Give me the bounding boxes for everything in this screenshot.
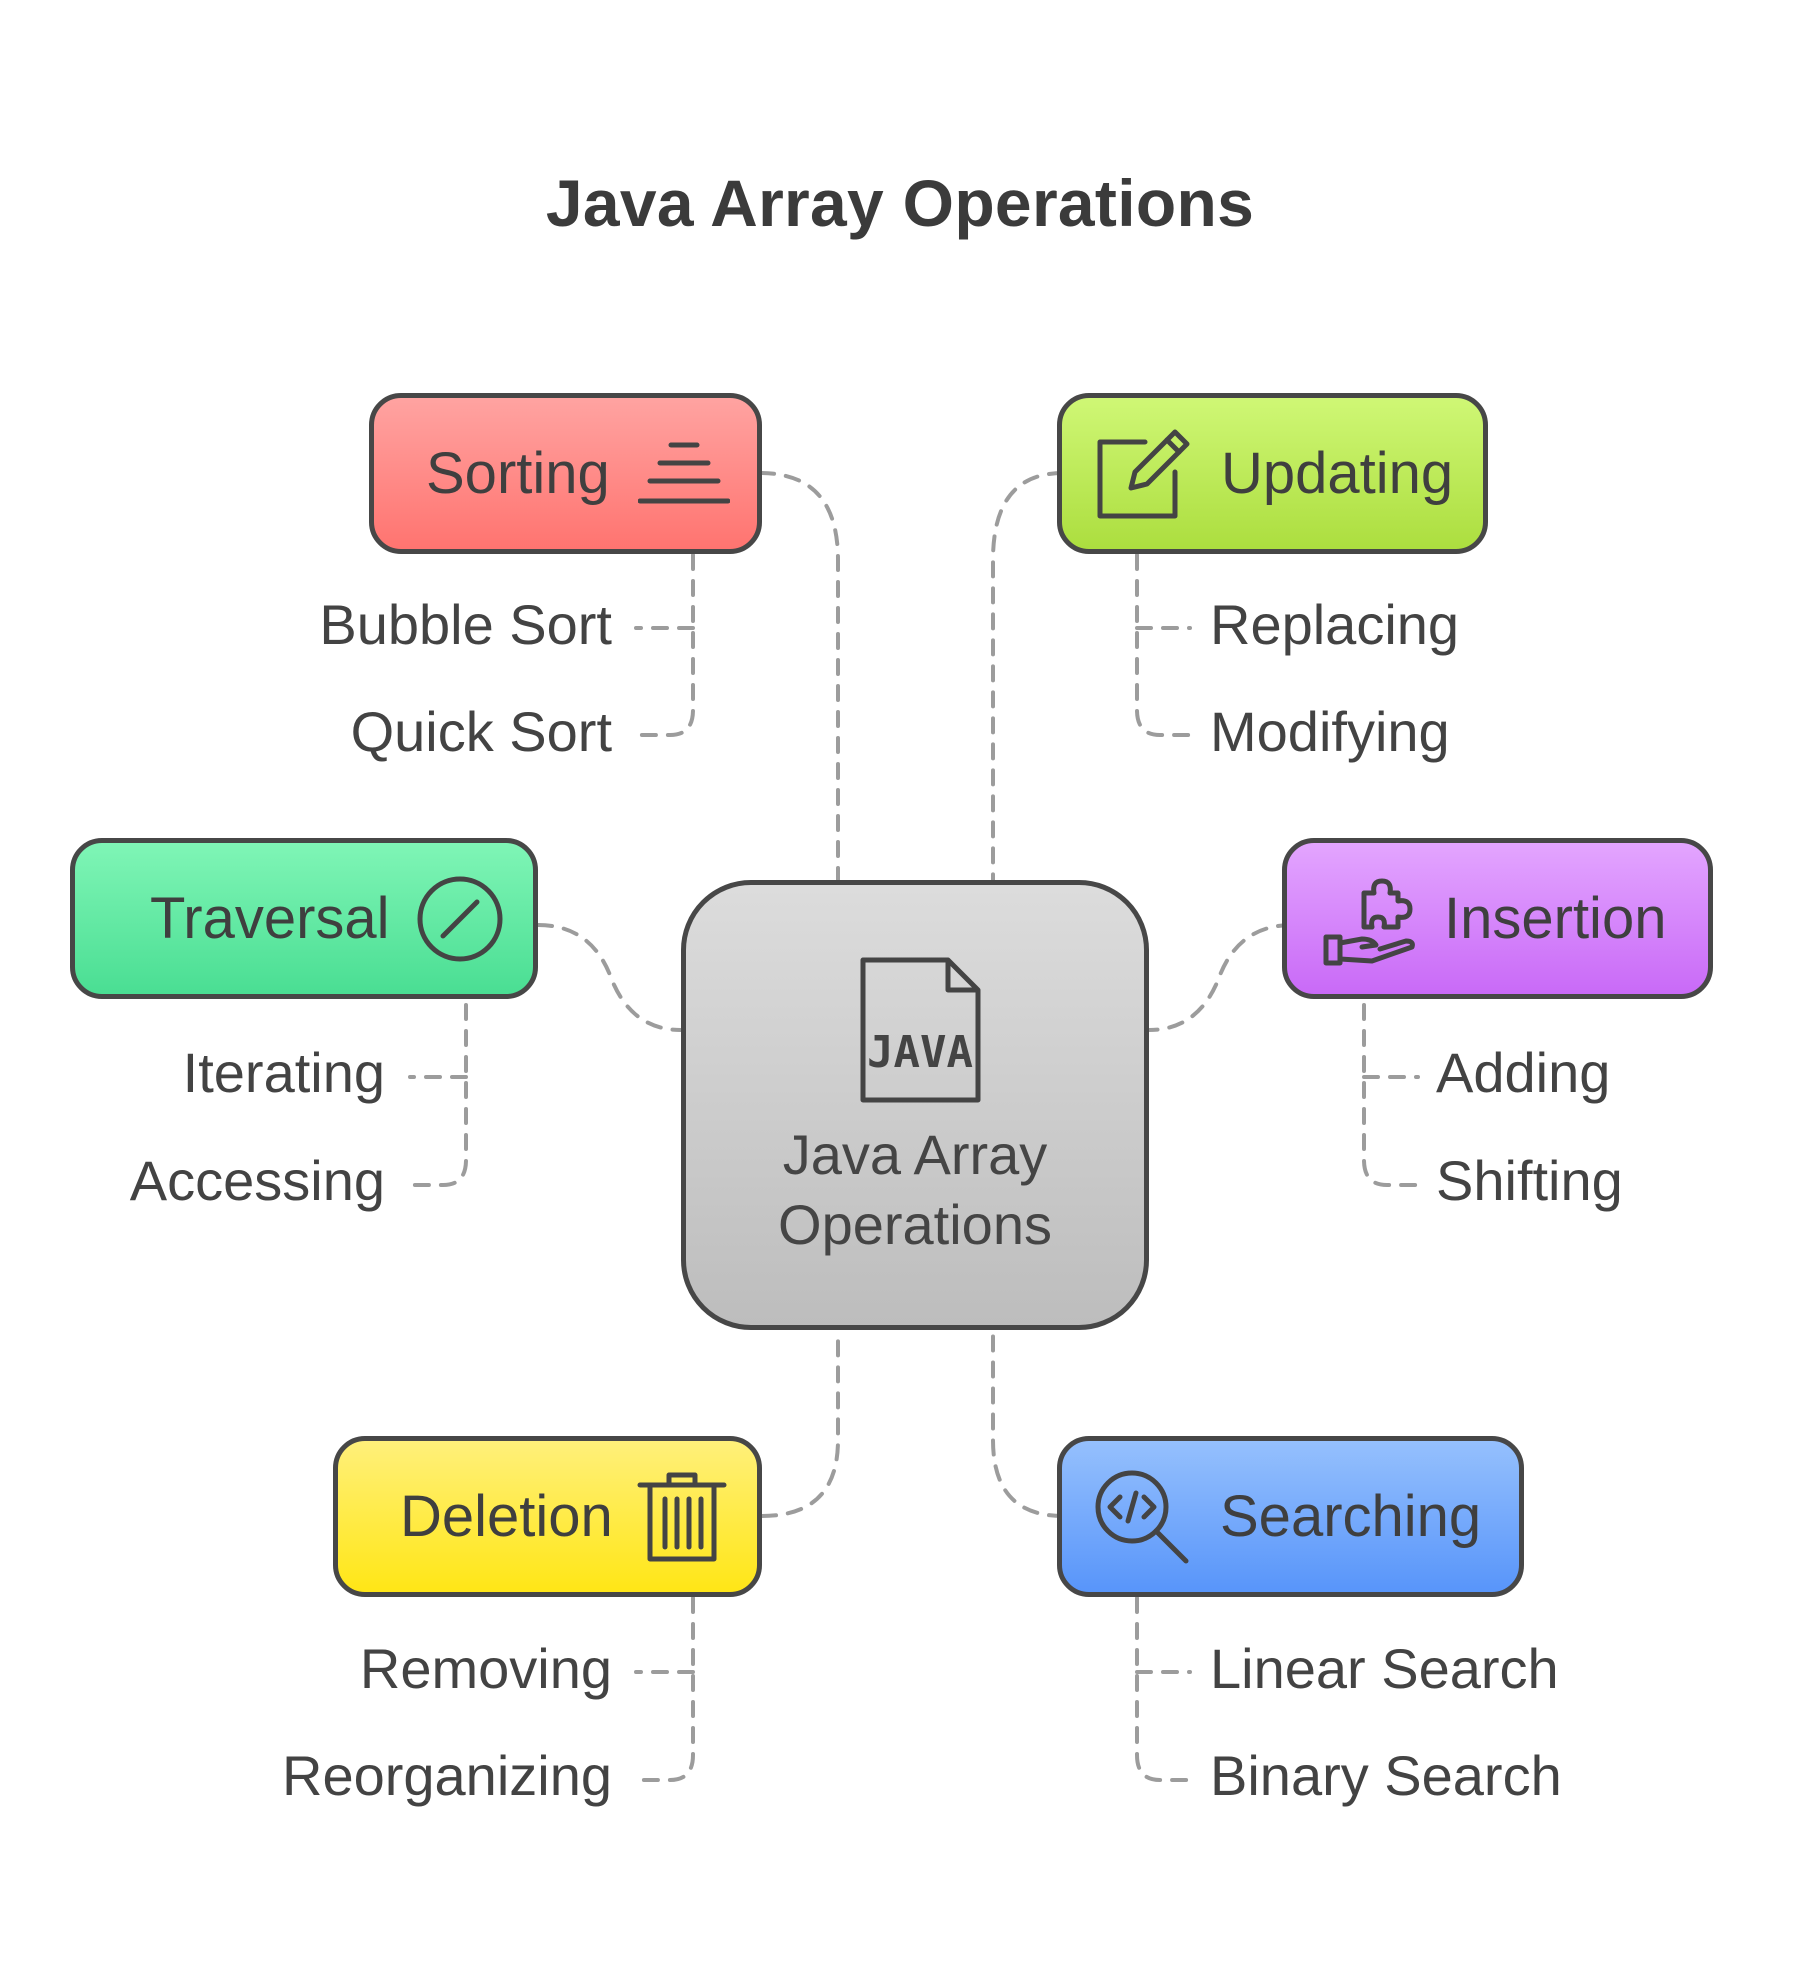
searching-child-binary-search: Binary Search bbox=[1210, 1744, 1562, 1807]
traversal-node[interactable]: Traversal bbox=[70, 838, 538, 999]
searching-label: Searching bbox=[1220, 1484, 1482, 1549]
central-topic-label: Java Array Operations bbox=[686, 1120, 1144, 1260]
traversal-label: Traversal bbox=[150, 886, 390, 951]
updating-node[interactable]: Updating bbox=[1057, 393, 1488, 554]
sorting-node[interactable]: Sorting bbox=[369, 393, 762, 554]
searching-node[interactable]: Searching bbox=[1057, 1436, 1524, 1597]
deletion-label: Deletion bbox=[400, 1484, 613, 1549]
updating-child-modifying: Modifying bbox=[1210, 700, 1450, 763]
insertion-child-shifting: Shifting bbox=[1436, 1149, 1623, 1212]
insertion-child-adding: Adding bbox=[1436, 1041, 1611, 1104]
sort-lines-icon bbox=[637, 439, 730, 509]
trash-icon bbox=[637, 1471, 727, 1563]
page-title: Java Array Operations bbox=[545, 166, 1255, 240]
sorting-label: Sorting bbox=[426, 441, 610, 506]
central-topic-line1: Java Array bbox=[782, 1123, 1048, 1186]
puzzle-hand-icon bbox=[1322, 871, 1418, 967]
code-search-icon bbox=[1094, 1469, 1190, 1565]
sorting-child-quick-sort: Quick Sort bbox=[350, 700, 612, 763]
deletion-child-reorganizing: Reorganizing bbox=[282, 1744, 612, 1807]
insertion-node[interactable]: Insertion bbox=[1282, 838, 1713, 999]
traversal-child-accessing: Accessing bbox=[129, 1149, 385, 1212]
java-icon-text: JAVA bbox=[867, 1027, 973, 1078]
insertion-label: Insertion bbox=[1444, 886, 1667, 951]
no-entry-icon bbox=[416, 875, 504, 963]
java-file-icon: JAVA bbox=[848, 955, 988, 1110]
searching-child-linear-search: Linear Search bbox=[1210, 1637, 1559, 1700]
updating-child-replacing: Replacing bbox=[1210, 593, 1460, 656]
edit-icon bbox=[1095, 426, 1191, 522]
deletion-node[interactable]: Deletion bbox=[333, 1436, 762, 1597]
updating-label: Updating bbox=[1221, 441, 1454, 506]
central-topic-box: JAVA Java Array Operations bbox=[681, 880, 1149, 1330]
central-topic-line2: Operations bbox=[778, 1193, 1052, 1256]
sorting-child-bubble-sort: Bubble Sort bbox=[319, 593, 612, 656]
traversal-child-iterating: Iterating bbox=[182, 1041, 385, 1104]
deletion-child-removing: Removing bbox=[359, 1637, 612, 1700]
